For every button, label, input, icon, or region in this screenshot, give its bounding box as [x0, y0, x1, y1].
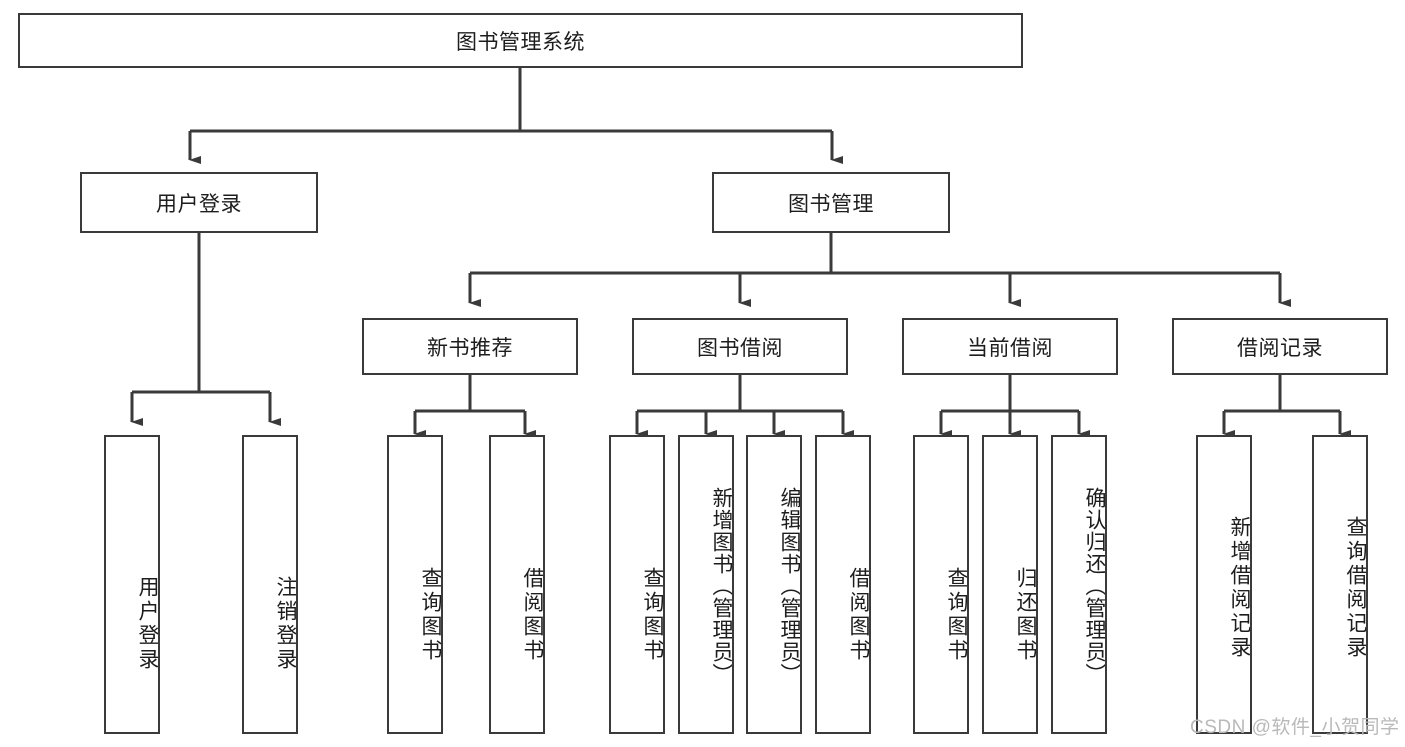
node-label: 借阅图书 [521, 566, 544, 663]
leaf-query-book-current[interactable]: 查询图书 [913, 435, 969, 734]
node-label: 注销登录 [274, 575, 297, 672]
node-label: 查询图书 [419, 566, 442, 663]
node-label: 借阅图书 [847, 566, 870, 663]
node-label: 借阅记录 [1237, 336, 1323, 360]
node-label: 图书管理 [788, 192, 874, 216]
node-book-borrow[interactable]: 图书借阅 [632, 318, 848, 375]
leaf-edit-book-admin[interactable]: 编辑图书（管理员） [746, 435, 802, 734]
leaf-logout[interactable]: 注销登录 [242, 435, 298, 734]
leaf-borrow-book-recommend[interactable]: 借阅图书 [489, 435, 545, 734]
leaf-user-login[interactable]: 用户登录 [104, 435, 160, 734]
leaf-return-book[interactable]: 归还图书 [982, 435, 1038, 734]
csdn-watermark: CSDN @软件_小贺同学 [1190, 717, 1400, 738]
node-label: 用户登录 [156, 192, 242, 216]
node-label: 新增图书（管理员） [710, 486, 733, 685]
node-root-book-management-system[interactable]: 图书管理系统 [18, 13, 1023, 68]
node-label: 图书借阅 [697, 336, 783, 360]
leaf-query-borrow-record[interactable]: 查询借阅记录 [1312, 435, 1368, 734]
node-label: 用户登录 [136, 575, 159, 672]
leaf-borrow-book[interactable]: 借阅图书 [815, 435, 871, 734]
node-label: 查询借阅记录 [1344, 515, 1367, 660]
node-label: 图书管理系统 [456, 30, 585, 54]
node-label: 新书推荐 [427, 336, 513, 360]
leaf-add-borrow-record[interactable]: 新增借阅记录 [1196, 435, 1252, 734]
node-label: 查询图书 [945, 566, 968, 663]
node-new-book-recommend[interactable]: 新书推荐 [362, 318, 578, 375]
node-label: 新增借阅记录 [1228, 515, 1251, 660]
node-label: 确认归还（管理员） [1083, 486, 1106, 685]
leaf-add-book-admin[interactable]: 新增图书（管理员） [678, 435, 734, 734]
node-label: 归还图书 [1014, 566, 1037, 663]
leaf-query-book-borrow[interactable]: 查询图书 [609, 435, 665, 734]
node-label: 当前借阅 [967, 336, 1053, 360]
leaf-confirm-return-admin[interactable]: 确认归还（管理员） [1051, 435, 1107, 734]
node-label: 编辑图书（管理员） [778, 486, 801, 685]
node-current-borrow[interactable]: 当前借阅 [902, 318, 1118, 375]
node-book-management[interactable]: 图书管理 [712, 172, 950, 233]
node-label: 查询图书 [641, 566, 664, 663]
leaf-query-book-recommend[interactable]: 查询图书 [387, 435, 443, 734]
node-borrow-record[interactable]: 借阅记录 [1172, 318, 1388, 375]
node-user-login[interactable]: 用户登录 [80, 172, 318, 233]
